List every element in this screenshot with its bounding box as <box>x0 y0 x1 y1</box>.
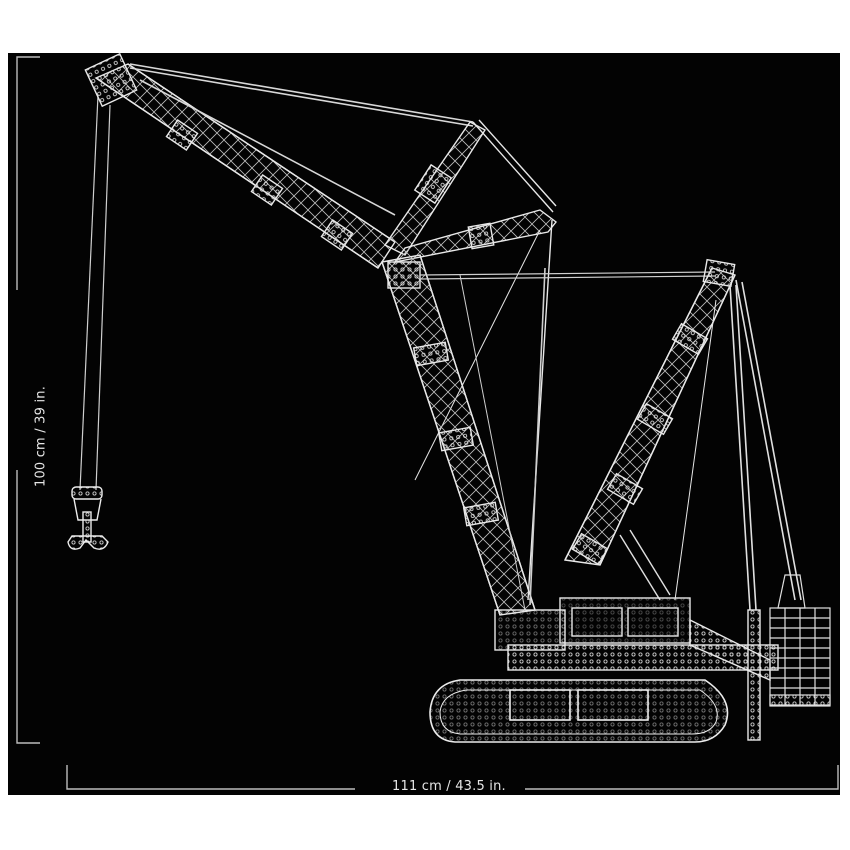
crane-drawing <box>16 53 839 790</box>
superstructure-body <box>494 597 779 741</box>
height-dimension-line <box>16 56 40 744</box>
width-dimension-label: 111 cm / 43.5 in. <box>386 779 512 794</box>
hook-block <box>67 486 109 550</box>
backstay <box>729 279 802 611</box>
main-boom-lattice <box>381 254 536 616</box>
hoist-rope <box>79 94 111 491</box>
luffing-jib-lattice <box>383 119 557 601</box>
crawler-track <box>429 679 729 743</box>
counterweight-stack <box>769 574 831 707</box>
jib-pendant <box>129 63 474 216</box>
height-dimension-label: 100 cm / 39 in. <box>33 375 49 498</box>
luffing-cylinder <box>619 529 671 601</box>
width-dimension-line <box>66 765 839 790</box>
boom-pendant <box>419 267 716 611</box>
main-jib-lattice <box>84 53 396 269</box>
derrick-mast-lattice <box>563 258 736 601</box>
drawing-panel: 100 cm / 39 in. 111 cm / 43.5 in. <box>8 53 840 795</box>
